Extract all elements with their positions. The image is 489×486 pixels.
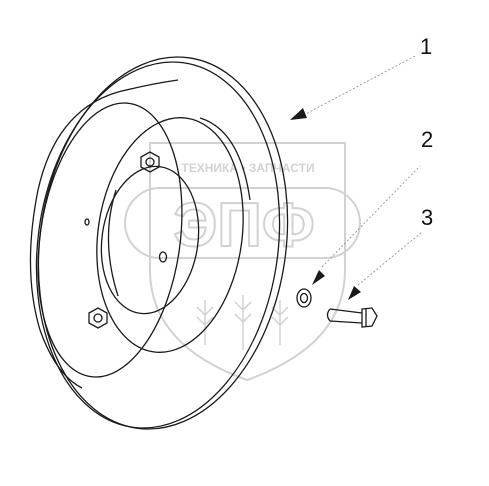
watermark-top-text: ТЕХНИКА • ЗАПЧАСТИ (181, 161, 314, 175)
bolt (326, 307, 378, 328)
wheel-stud-nut-top (140, 151, 160, 173)
washer (296, 288, 312, 308)
disc-small-hole (84, 218, 90, 226)
arrow-1 (290, 108, 307, 120)
disc-locating-hole (158, 251, 168, 263)
disc-center-bore (100, 165, 200, 315)
disc-hat-outline (29, 91, 119, 389)
wheel-stud-nut-bottom (88, 307, 108, 329)
disc-hub-step (199, 117, 251, 201)
disc-bore-depth (107, 189, 119, 297)
disc-outer-face-edge (35, 61, 281, 429)
watermark-wheat-icon (196, 295, 289, 350)
callout-2: 2 (421, 127, 434, 152)
leader-3 (357, 231, 423, 286)
leader-2 (321, 165, 421, 268)
leader-arrows (290, 108, 361, 300)
watermark-shield (149, 142, 346, 382)
arrow-3 (348, 286, 361, 300)
watermark (124, 142, 361, 382)
disc-hat-top-edge (117, 79, 179, 93)
callout-3: 3 (421, 205, 434, 230)
leader-1 (299, 55, 416, 118)
arrow-2 (312, 270, 325, 285)
watermark-pill (124, 187, 361, 259)
callout-1: 1 (420, 34, 433, 59)
leader-lines (299, 55, 423, 286)
watermark-main-text: ЭПФ (173, 191, 315, 260)
disc-hub-face (96, 117, 244, 353)
brake-disc (29, 56, 289, 430)
